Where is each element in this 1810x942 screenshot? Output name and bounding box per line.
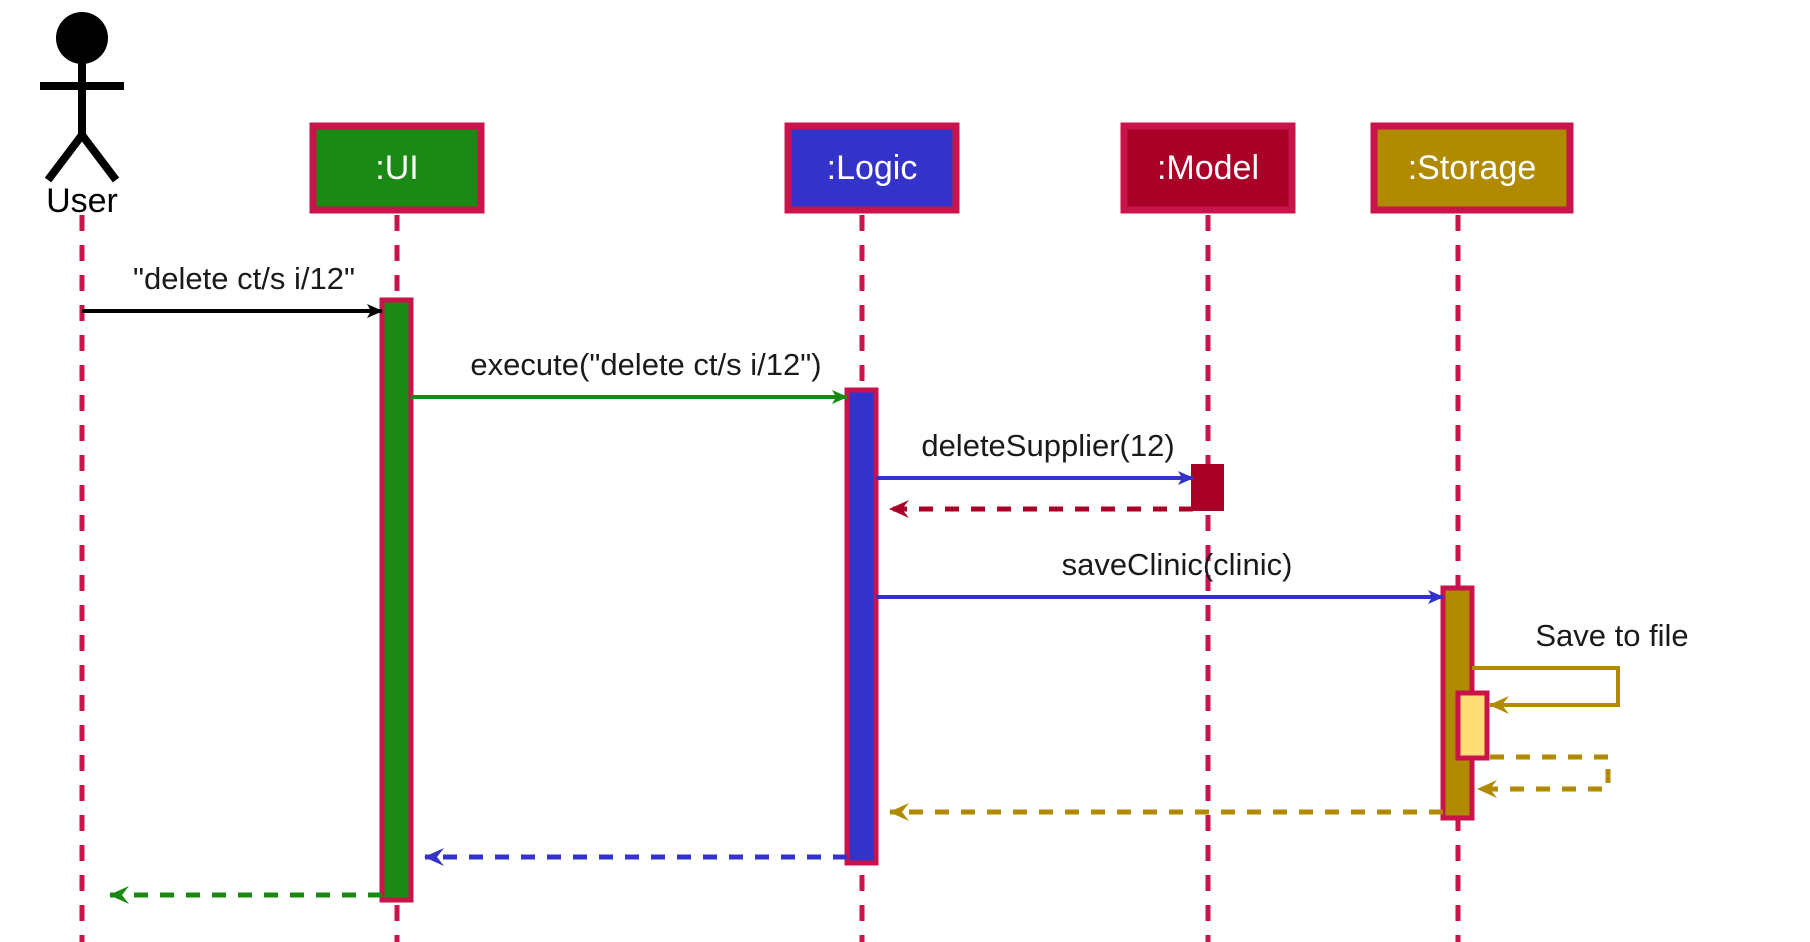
participant-box-storage-rect[interactable]: [1370, 122, 1574, 214]
activation-bar-storage-nested[interactable]: [1455, 690, 1490, 761]
participant-box-logic[interactable]: :Logic: [784, 122, 960, 214]
message-label-save-clinic: saveClinic(clinic): [1062, 547, 1293, 582]
message-label-delete-command: "delete ct/s i/12": [133, 261, 355, 296]
actor-user-label: User: [46, 182, 118, 220]
participant-label-logic: :Logic: [827, 149, 918, 187]
message-delete-supplier[interactable]: deleteSupplier(12): [876, 428, 1194, 485]
participant-box-logic-rect[interactable]: [784, 122, 960, 214]
participant-box-ui[interactable]: :UI: [309, 122, 485, 214]
participant-label-ui: :UI: [375, 149, 418, 187]
message-self-return-storage[interactable]: [1477, 754, 1611, 798]
message-label-delete-supplier: deleteSupplier(12): [921, 428, 1174, 463]
participant-box-model[interactable]: :Model: [1120, 122, 1296, 214]
activation-bar-ui[interactable]: [379, 297, 414, 903]
message-execute[interactable]: execute("delete ct/s i/12"): [411, 347, 848, 404]
message-arrow-self-return-storage[interactable]: [1477, 754, 1611, 798]
actor-leg-right: [78, 132, 120, 183]
participant-label-storage: :Storage: [1408, 149, 1537, 187]
activation-bar-model[interactable]: [1191, 464, 1224, 511]
message-arrow-save-to-file[interactable]: [1472, 666, 1620, 714]
activation-bars-group: [379, 297, 1490, 903]
message-save-clinic[interactable]: saveClinic(clinic): [876, 547, 1444, 604]
message-delete-command[interactable]: "delete ct/s i/12": [82, 261, 383, 318]
participant-box-ui-rect[interactable]: [309, 122, 485, 214]
message-save-to-file[interactable]: Save to file: [1472, 618, 1689, 714]
participant-label-model: :Model: [1157, 149, 1259, 187]
participant-box-storage[interactable]: :Storage: [1370, 122, 1574, 214]
activation-bar-logic[interactable]: [844, 387, 879, 866]
actor-head-icon: [56, 12, 108, 64]
actor-leg-left: [44, 132, 86, 183]
participant-box-model-rect[interactable]: [1120, 122, 1296, 214]
message-label-execute: execute("delete ct/s i/12"): [470, 347, 821, 382]
actor-user: User: [40, 12, 124, 220]
message-label-save-to-file: Save to file: [1535, 618, 1688, 653]
